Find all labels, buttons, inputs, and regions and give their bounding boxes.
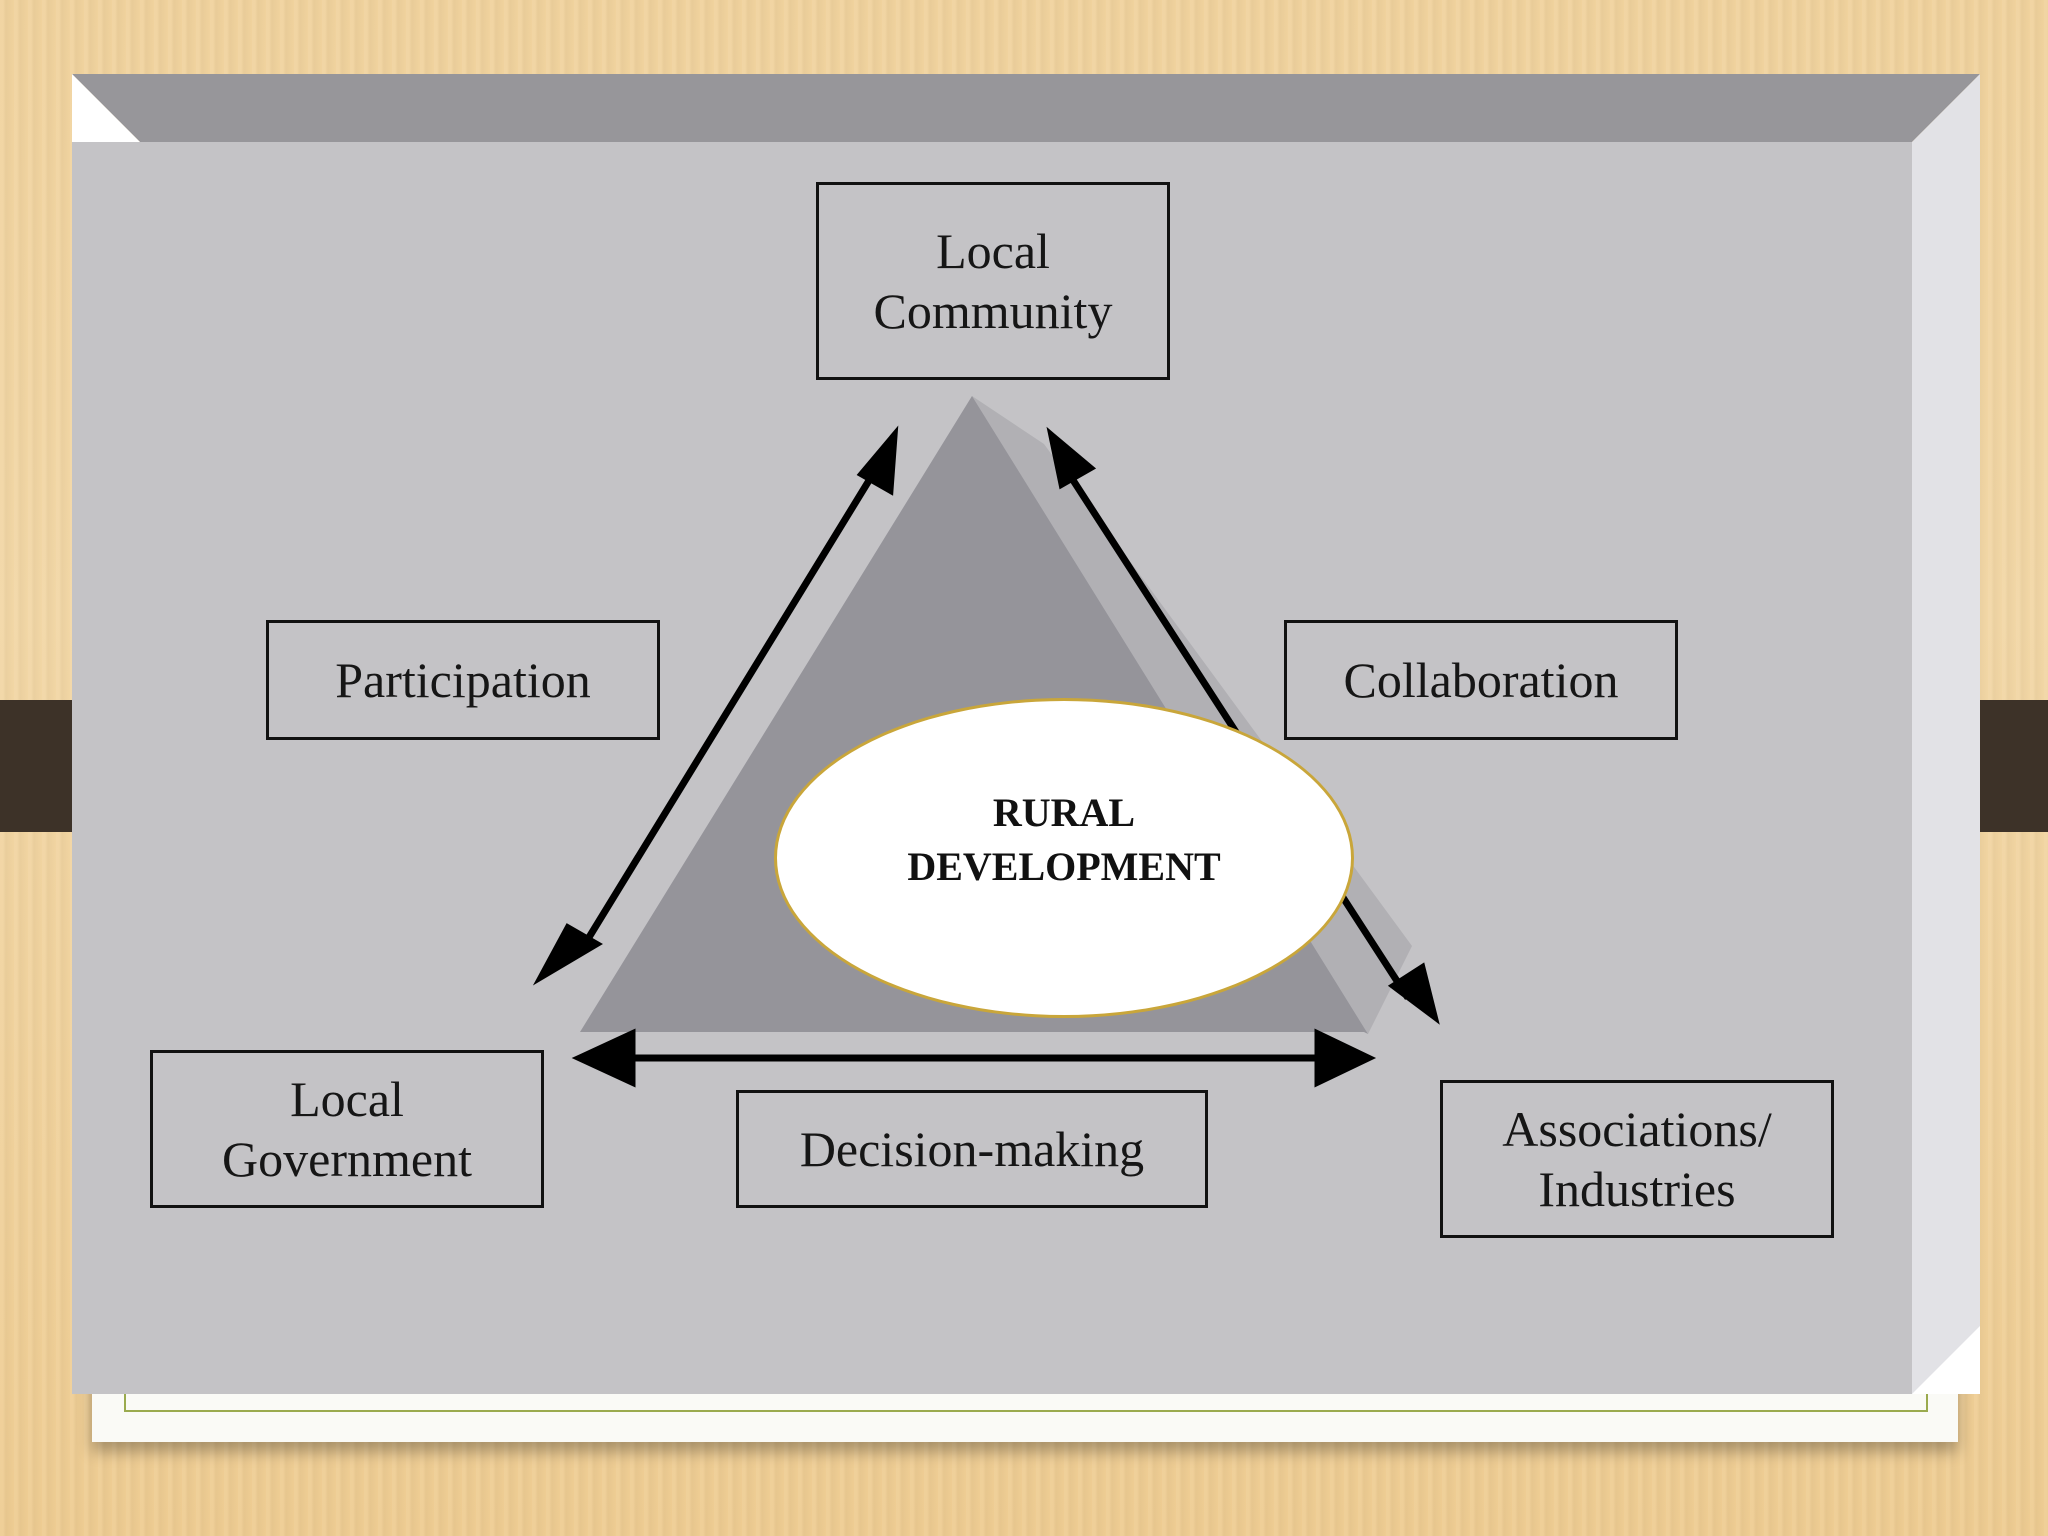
wood-stripe-left xyxy=(0,700,72,832)
wood-stripe-right xyxy=(1978,700,2048,832)
node-participation-label: Participation xyxy=(335,652,591,708)
node-associations-industries-label: Associations/ Industries xyxy=(1502,1101,1772,1217)
board-right-bevel xyxy=(1912,74,1980,1394)
arrow-collaboration-head-top xyxy=(1046,426,1097,490)
center-rural-development-label: RURAL DEVELOPMENT xyxy=(907,790,1221,889)
node-participation: Participation xyxy=(266,620,660,740)
arrow-decision-making-head-left xyxy=(571,1028,636,1088)
arrow-participation-head-bottom xyxy=(532,923,603,986)
node-local-community-label: Local Community xyxy=(873,223,1113,339)
center-rural-development: RURAL DEVELOPMENT xyxy=(774,698,1354,1018)
arrow-decision-making-head-right xyxy=(1314,1028,1377,1088)
node-collaboration: Collaboration xyxy=(1284,620,1678,740)
node-decision-making-label: Decision-making xyxy=(799,1121,1145,1177)
diagram-board: Local Community Participation Collaborat… xyxy=(72,74,1980,1394)
node-local-community: Local Community xyxy=(816,182,1170,380)
board-left-corner xyxy=(72,74,140,142)
arrow-participation xyxy=(577,454,887,954)
node-local-government-label: Local Government xyxy=(222,1071,472,1187)
board-top-bevel xyxy=(72,74,1980,142)
arrow-collaboration-head-bottom xyxy=(1387,962,1440,1025)
arrow-participation-head-top xyxy=(856,425,899,496)
node-decision-making: Decision-making xyxy=(736,1090,1208,1208)
node-associations-industries: Associations/ Industries xyxy=(1440,1080,1834,1238)
board-corner-highlight xyxy=(1912,1326,1980,1394)
node-collaboration-label: Collaboration xyxy=(1343,652,1619,708)
node-local-government: Local Government xyxy=(150,1050,544,1208)
